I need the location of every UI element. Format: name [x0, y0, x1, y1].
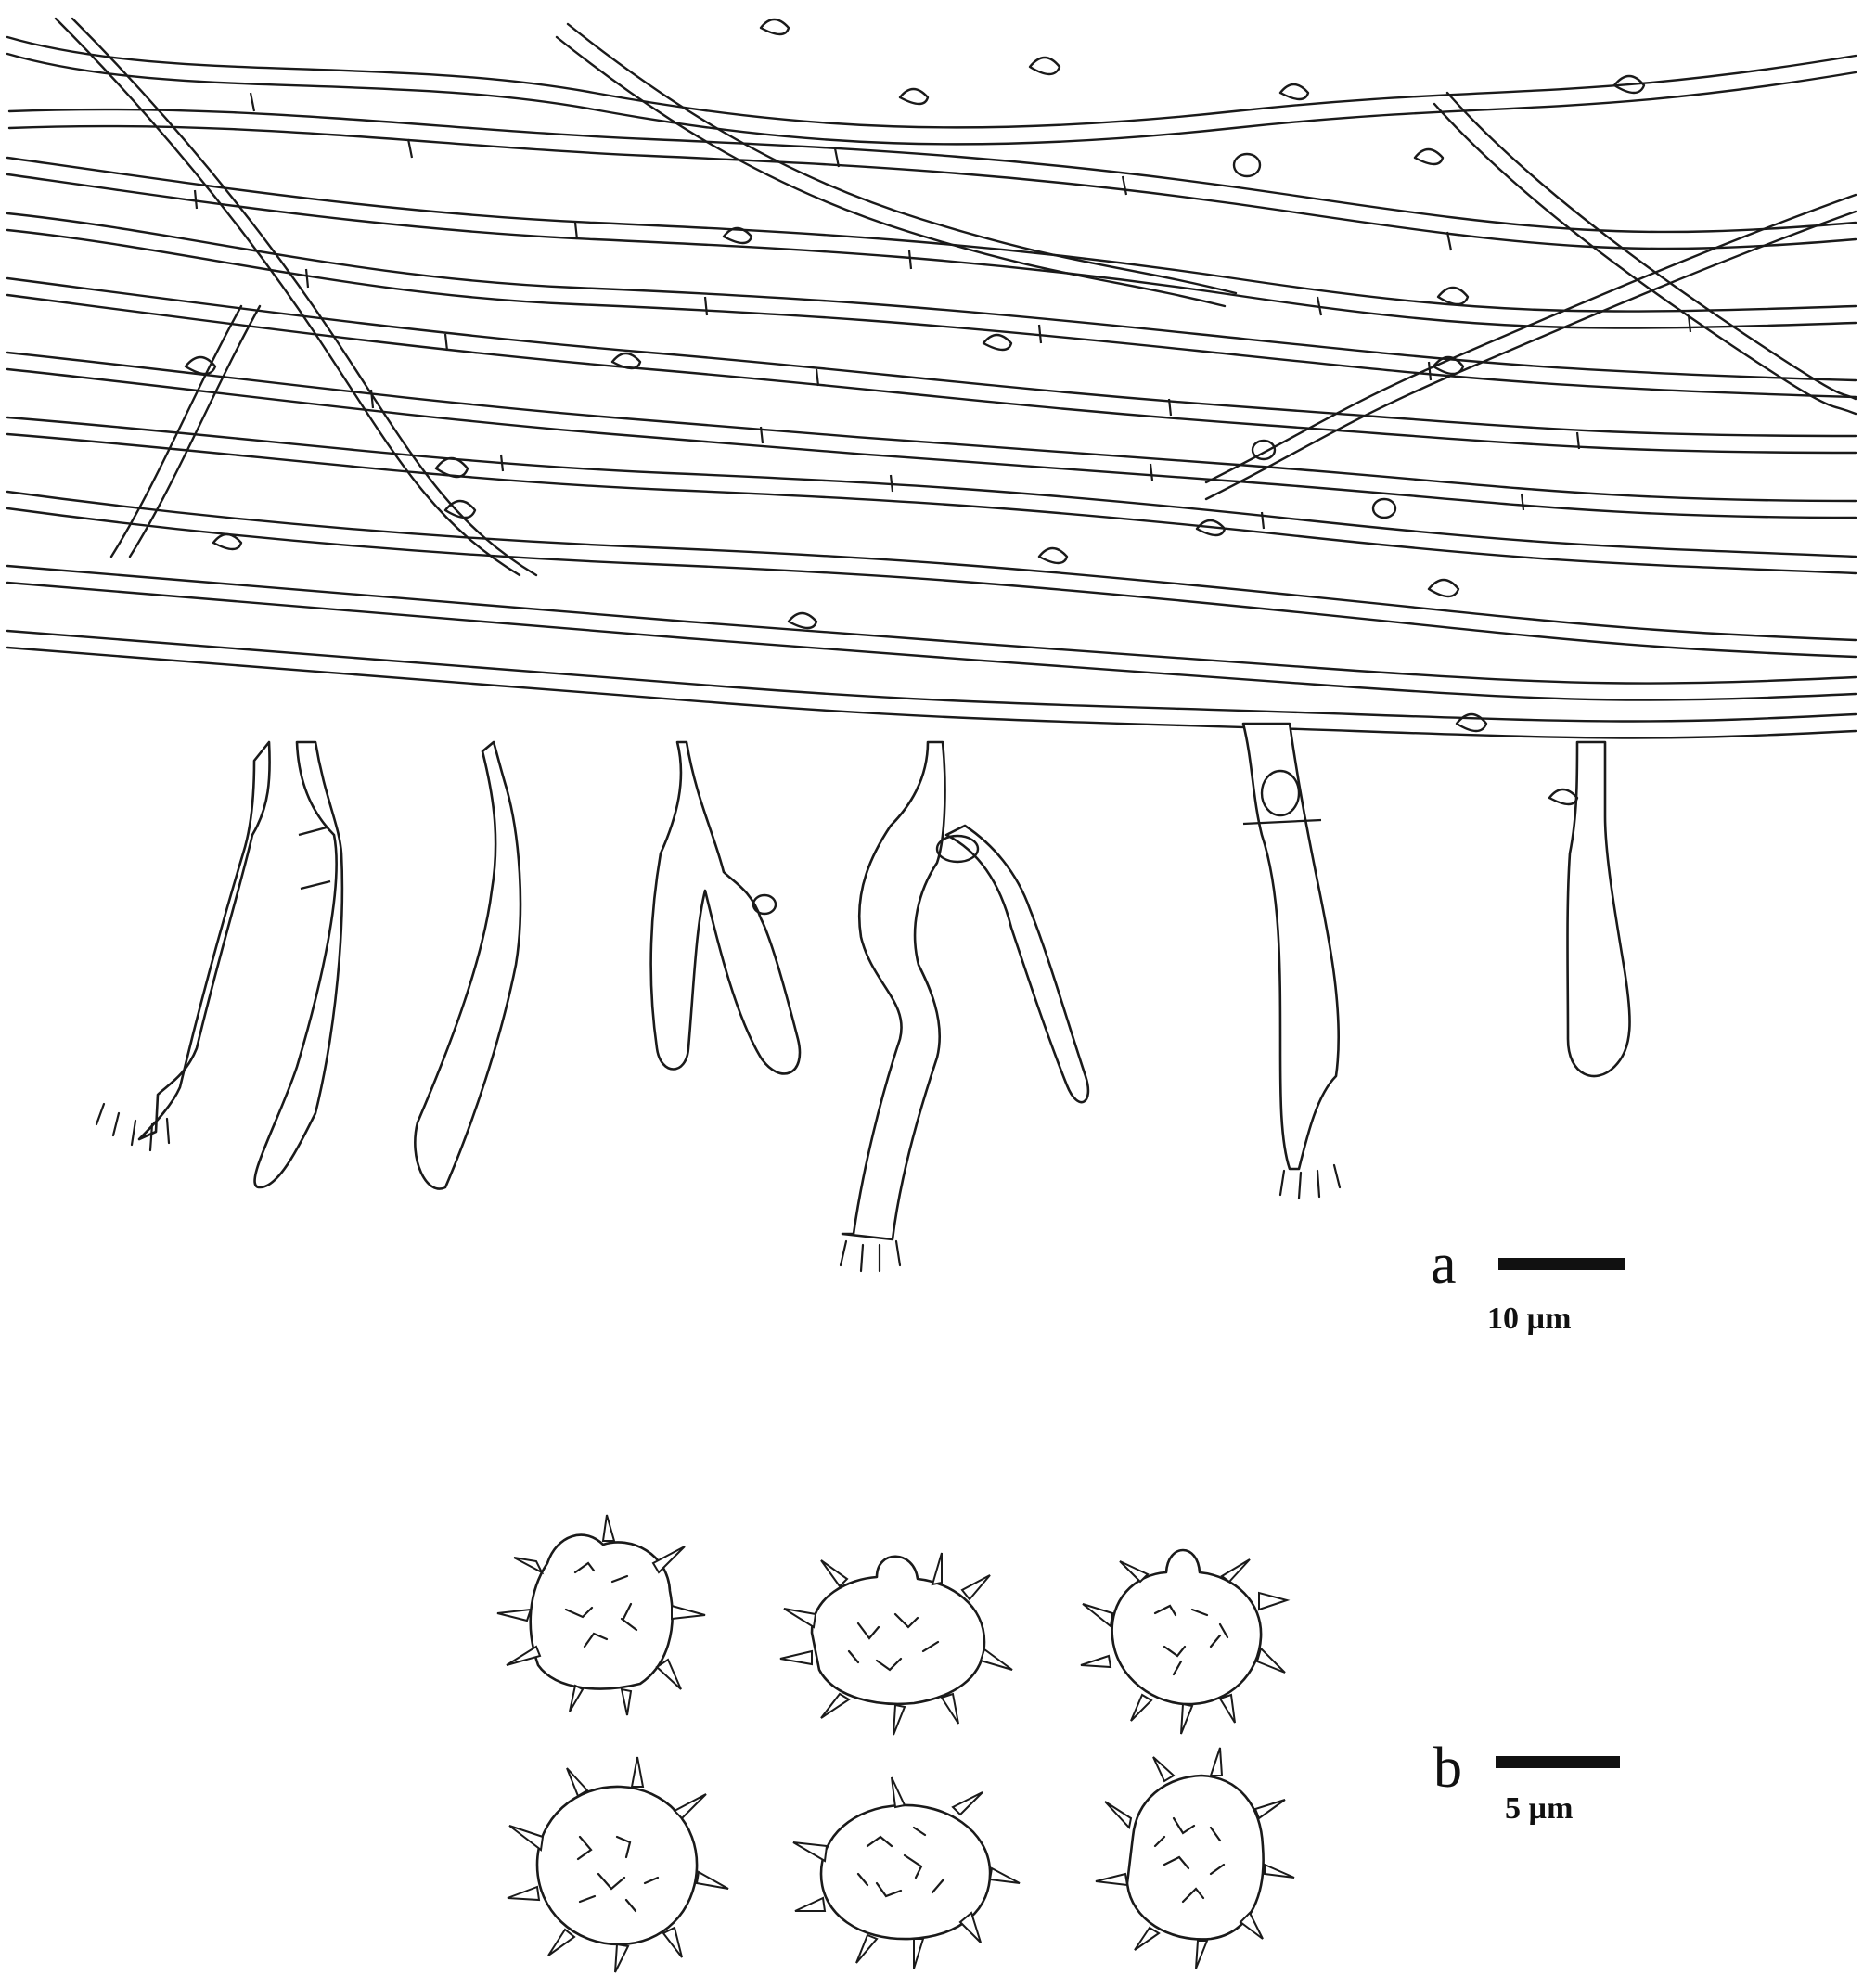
panel-b-scale: b 5 µm: [1433, 1737, 1620, 1826]
basidiospore: [1095, 1747, 1295, 1969]
basidiospore: [496, 1514, 706, 1716]
scale-label-10um: 10 µm: [1487, 1302, 1571, 1336]
basidiospore: [507, 1756, 729, 1973]
basidiospore: [792, 1776, 1021, 1969]
panel-b: b 5 µm: [496, 1514, 1620, 1973]
basidiospores: [496, 1514, 1295, 1973]
panel-a-scale: a 10 µm: [1431, 1233, 1625, 1336]
panel-b-letter: b: [1433, 1737, 1462, 1800]
panel-a: a 10 µm: [6, 17, 1857, 1336]
hyphal-mat: [6, 17, 1857, 739]
panel-a-letter: a: [1431, 1233, 1457, 1296]
basidium: [137, 740, 271, 1141]
basidiospore: [1080, 1548, 1291, 1735]
basidiospore: [779, 1552, 1013, 1736]
scale-label-5um: 5 µm: [1505, 1791, 1573, 1826]
scale-bar-5um: [1496, 1756, 1620, 1768]
basidia-layer: [95, 722, 1631, 1273]
clamp-connections: [184, 18, 1646, 733]
scale-bar-10um: [1498, 1258, 1625, 1270]
